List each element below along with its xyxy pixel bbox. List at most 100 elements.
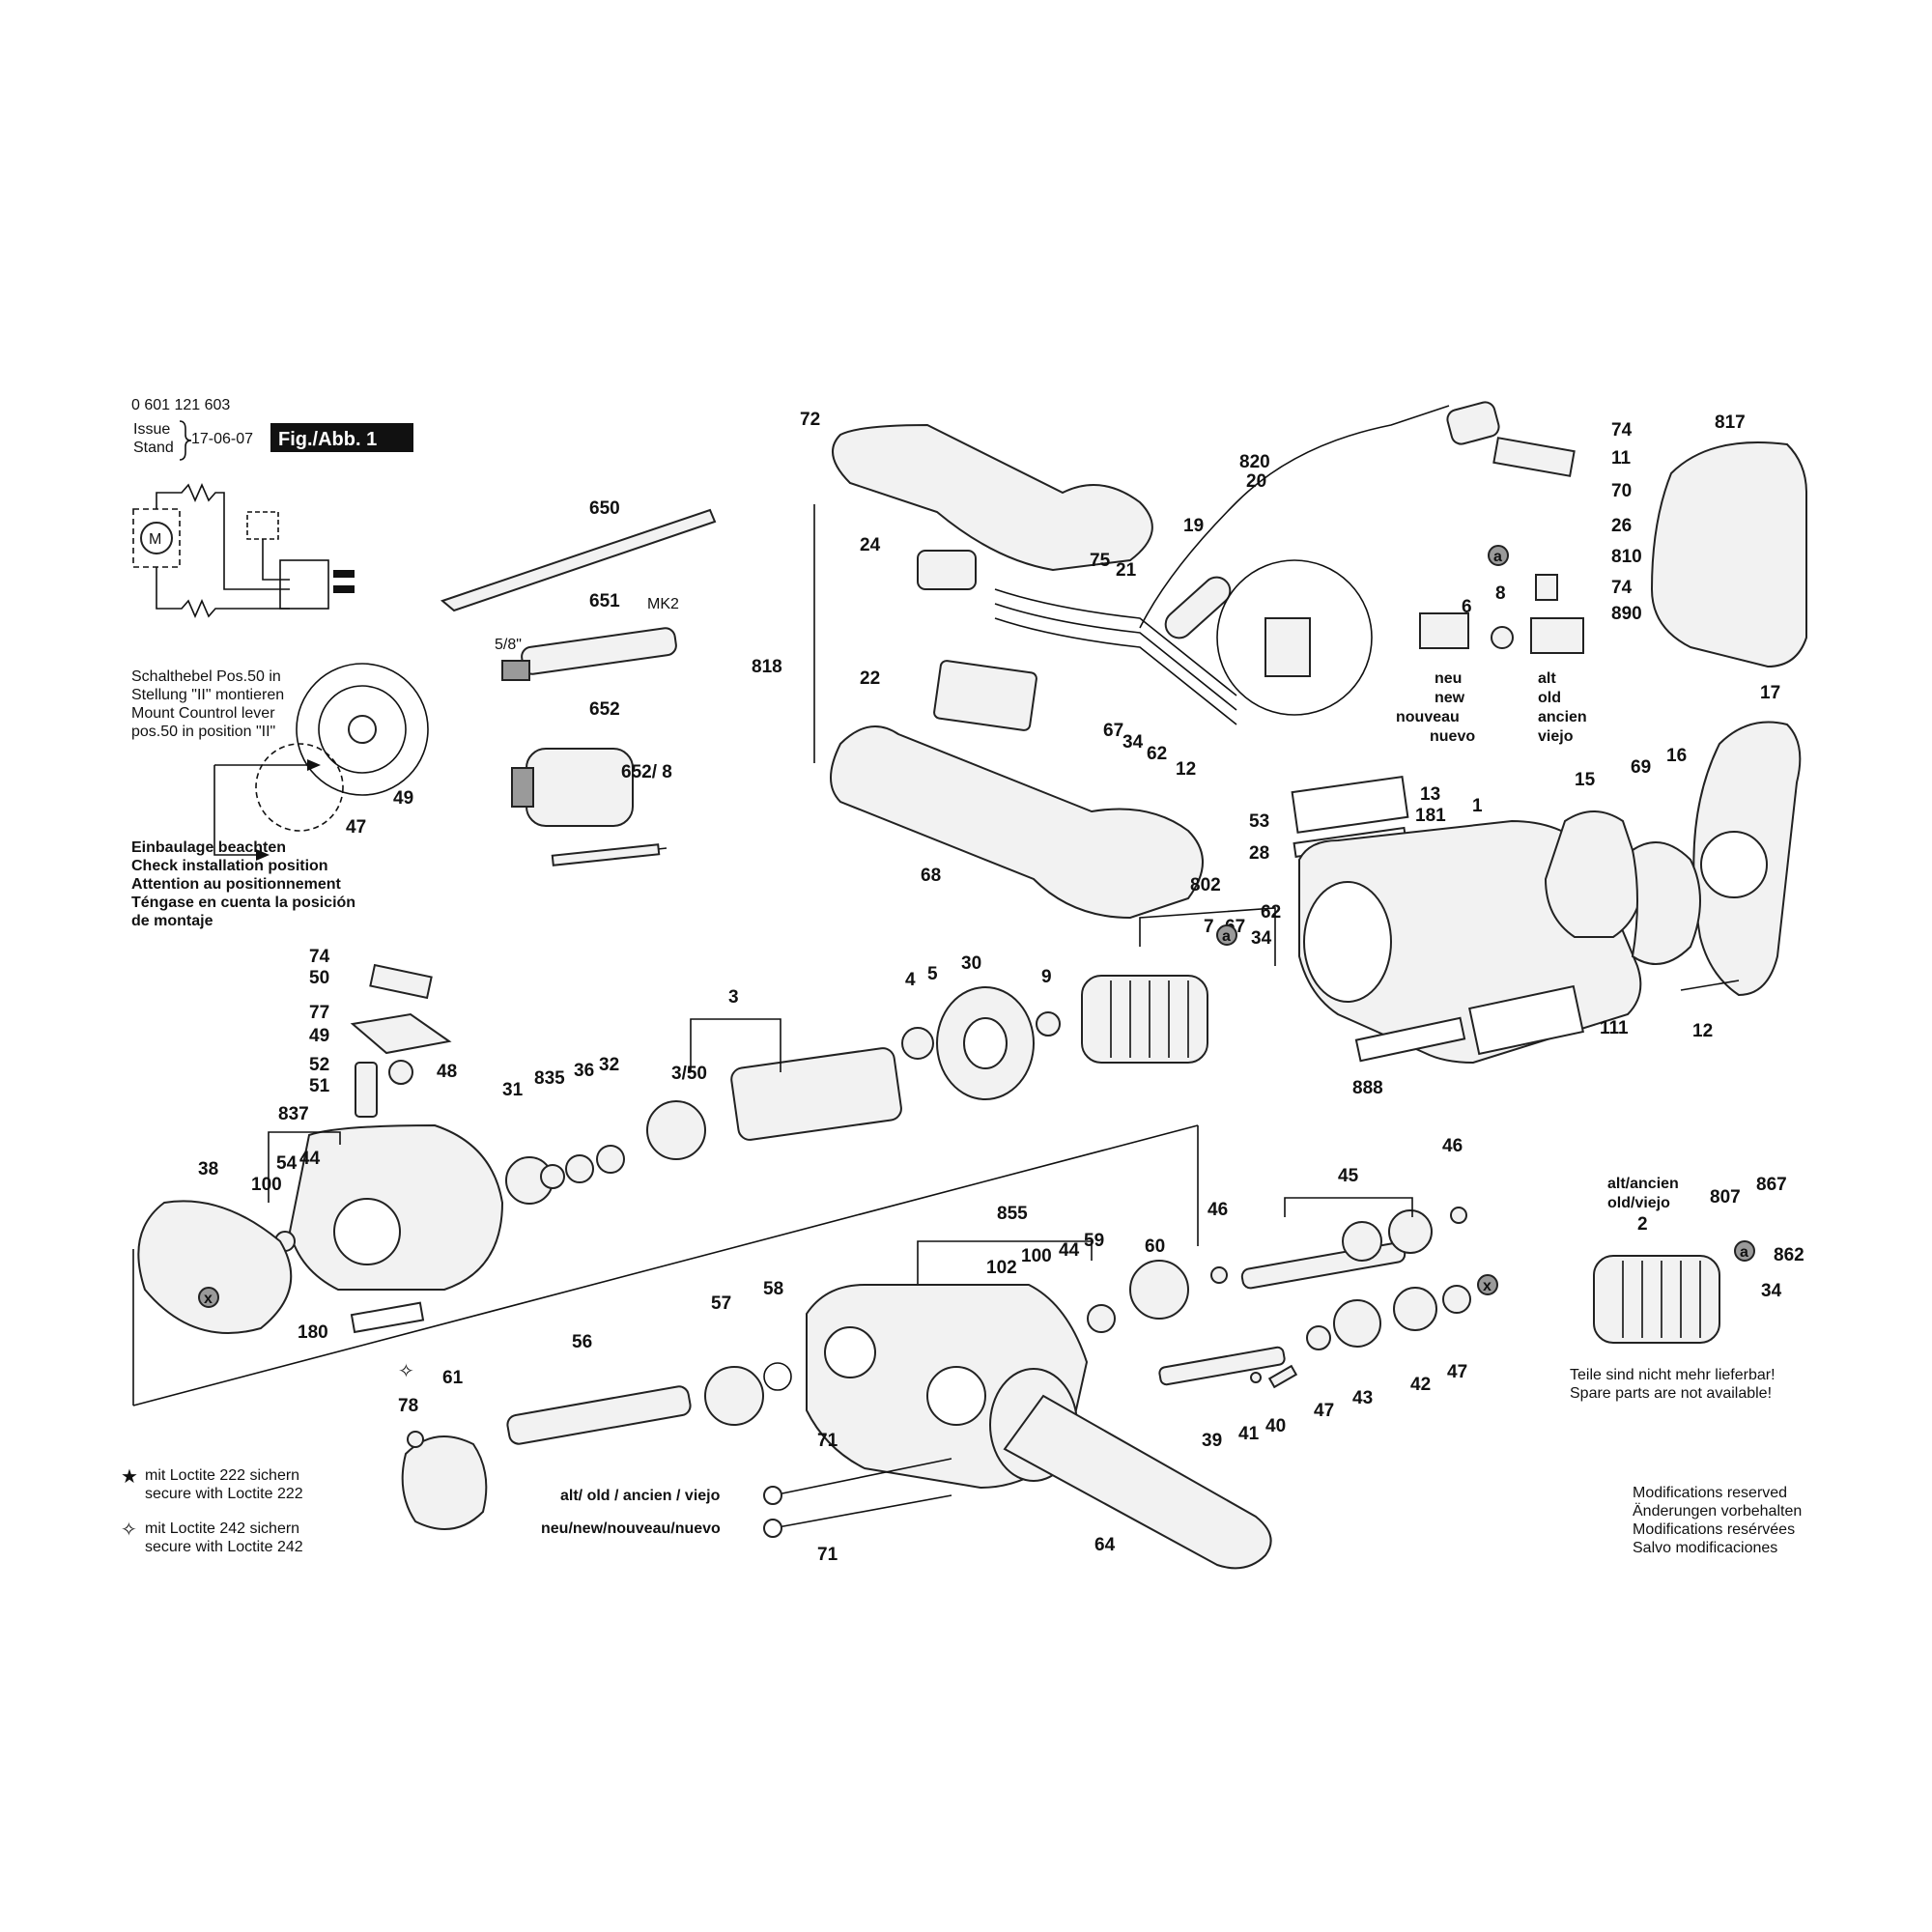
marker-a-armature — [1734, 1240, 1755, 1262]
gear-43 — [1333, 1299, 1381, 1348]
marker-x-right-label: x — [1483, 1278, 1492, 1294]
callout-71-top: 71 — [817, 1431, 838, 1451]
gear-3-50 — [646, 1100, 706, 1160]
callout-30: 30 — [961, 953, 981, 974]
screw-71-old — [772, 1458, 952, 1496]
screw-78 — [407, 1431, 424, 1448]
callout-8: 8 — [1495, 583, 1506, 604]
loctite-242-en: secure with Loctite 242 — [145, 1539, 303, 1555]
callout-4: 4 — [905, 970, 916, 990]
install-note-line3: Mount Countrol lever — [131, 705, 275, 722]
screw-71-new-head — [763, 1519, 782, 1538]
variant-old-2: old — [1538, 690, 1561, 706]
callout-54: 54 — [276, 1153, 298, 1174]
callout-64: 64 — [1094, 1535, 1116, 1555]
washer-46-b — [1450, 1207, 1467, 1224]
nut-61 — [401, 1435, 488, 1530]
callout-61: 61 — [442, 1368, 464, 1388]
carbon-brush-810 — [1535, 574, 1558, 601]
stator-field — [1081, 975, 1208, 1064]
callout-69: 69 — [1631, 757, 1651, 778]
callout-43: 43 — [1352, 1388, 1373, 1408]
callout-817: 817 — [1715, 412, 1746, 433]
pin-51 — [355, 1062, 378, 1118]
callout-72: 72 — [800, 410, 820, 430]
gear-48 — [388, 1060, 413, 1085]
bearing-59 — [1087, 1304, 1116, 1333]
callout-34-right: 34 — [1761, 1281, 1782, 1301]
check-note-line5: de montaje — [131, 913, 213, 929]
callout-890: 890 — [1611, 604, 1642, 624]
callout-7: 7 — [1204, 917, 1214, 937]
callout-52: 52 — [309, 1055, 329, 1075]
power-cord — [1139, 405, 1450, 629]
variant-old-3: ancien — [1538, 709, 1587, 725]
callout-6: 6 — [1462, 597, 1472, 617]
bracket-802 — [1139, 907, 1276, 966]
spring-8 — [1491, 626, 1514, 649]
callout-47-dial: 47 — [346, 817, 366, 838]
loctite-242-star-icon: ✧ — [121, 1520, 137, 1541]
gear-60 — [1129, 1260, 1189, 1320]
cord-guard-19 — [1164, 576, 1232, 639]
callout-46-a: 46 — [1208, 1200, 1228, 1220]
armature-old-label-1: alt/ancien — [1607, 1176, 1679, 1192]
callout-31: 31 — [502, 1080, 524, 1100]
bearing-32 — [596, 1145, 625, 1174]
callout-49: 49 — [309, 1026, 329, 1046]
handle-cover-top — [832, 423, 1153, 572]
plate-49 — [350, 1012, 452, 1055]
loctite-242-de: mit Loctite 242 sichern — [145, 1520, 299, 1537]
callout-40: 40 — [1265, 1416, 1286, 1436]
callout-650: 650 — [589, 498, 620, 519]
callout-12-bottom: 12 — [1692, 1021, 1713, 1041]
callout-181: 181 — [1415, 806, 1446, 826]
callout-74-c: 74 — [309, 947, 330, 967]
marker-a-brush-label: a — [1493, 549, 1502, 565]
callout-17: 17 — [1760, 683, 1780, 703]
callout-56: 56 — [572, 1332, 592, 1352]
gear-cover-837 — [288, 1123, 504, 1291]
install-note-line1: Schalthebel Pos.50 in — [131, 668, 281, 685]
callout-22: 22 — [860, 668, 880, 689]
callout-802: 802 — [1190, 875, 1221, 895]
callout-57: 57 — [711, 1293, 731, 1314]
armature-old-windings — [1622, 1261, 1701, 1338]
modifications-3: Modifications resérvées — [1633, 1521, 1795, 1538]
variant-old-1: alt — [1538, 670, 1556, 687]
variant-old-4: viejo — [1538, 728, 1574, 745]
gear-42 — [1393, 1287, 1437, 1331]
callout-53: 53 — [1249, 811, 1269, 832]
fan-30-hub — [963, 1017, 1008, 1069]
callout-60: 60 — [1145, 1236, 1165, 1257]
label-plate-53 — [1291, 776, 1409, 834]
loctite-242-star-78: ✧ — [398, 1361, 414, 1382]
callout-3: 3 — [728, 987, 739, 1008]
callout-102: 102 — [986, 1258, 1017, 1278]
not-available-en: Spare parts are not available! — [1570, 1385, 1772, 1402]
armature-old-label-2: old/viejo — [1607, 1195, 1670, 1211]
check-note-line1: Einbaulage beachten — [131, 839, 286, 856]
spring-9 — [1036, 1011, 1061, 1037]
variant-new-3: nouveau — [1396, 709, 1460, 725]
ball-41 — [1250, 1372, 1262, 1383]
screw-71-new — [772, 1494, 952, 1529]
callout-47-a: 47 — [1314, 1401, 1334, 1421]
washer-47-b — [1442, 1285, 1471, 1314]
callout-818: 818 — [752, 657, 782, 677]
spring-36 — [565, 1154, 594, 1183]
callout-19: 19 — [1183, 516, 1204, 536]
thread-label: 5/8" — [495, 637, 522, 653]
mk2-label: MK2 — [647, 596, 679, 612]
wedge-650 — [440, 508, 717, 612]
callout-12-top: 12 — [1176, 759, 1196, 780]
wire-bundle — [994, 588, 1237, 725]
screw-old-label: alt/ old / ancien / viejo — [560, 1488, 721, 1504]
svg-text:M: M — [149, 531, 161, 548]
bearing-4-5 — [901, 1027, 934, 1060]
capacitor-24 — [917, 550, 977, 590]
marker-a-stator-label: a — [1222, 928, 1231, 945]
bracket-855 — [917, 1240, 1093, 1285]
callout-652: 652 — [589, 699, 620, 720]
taper-shank-651 — [501, 627, 677, 681]
